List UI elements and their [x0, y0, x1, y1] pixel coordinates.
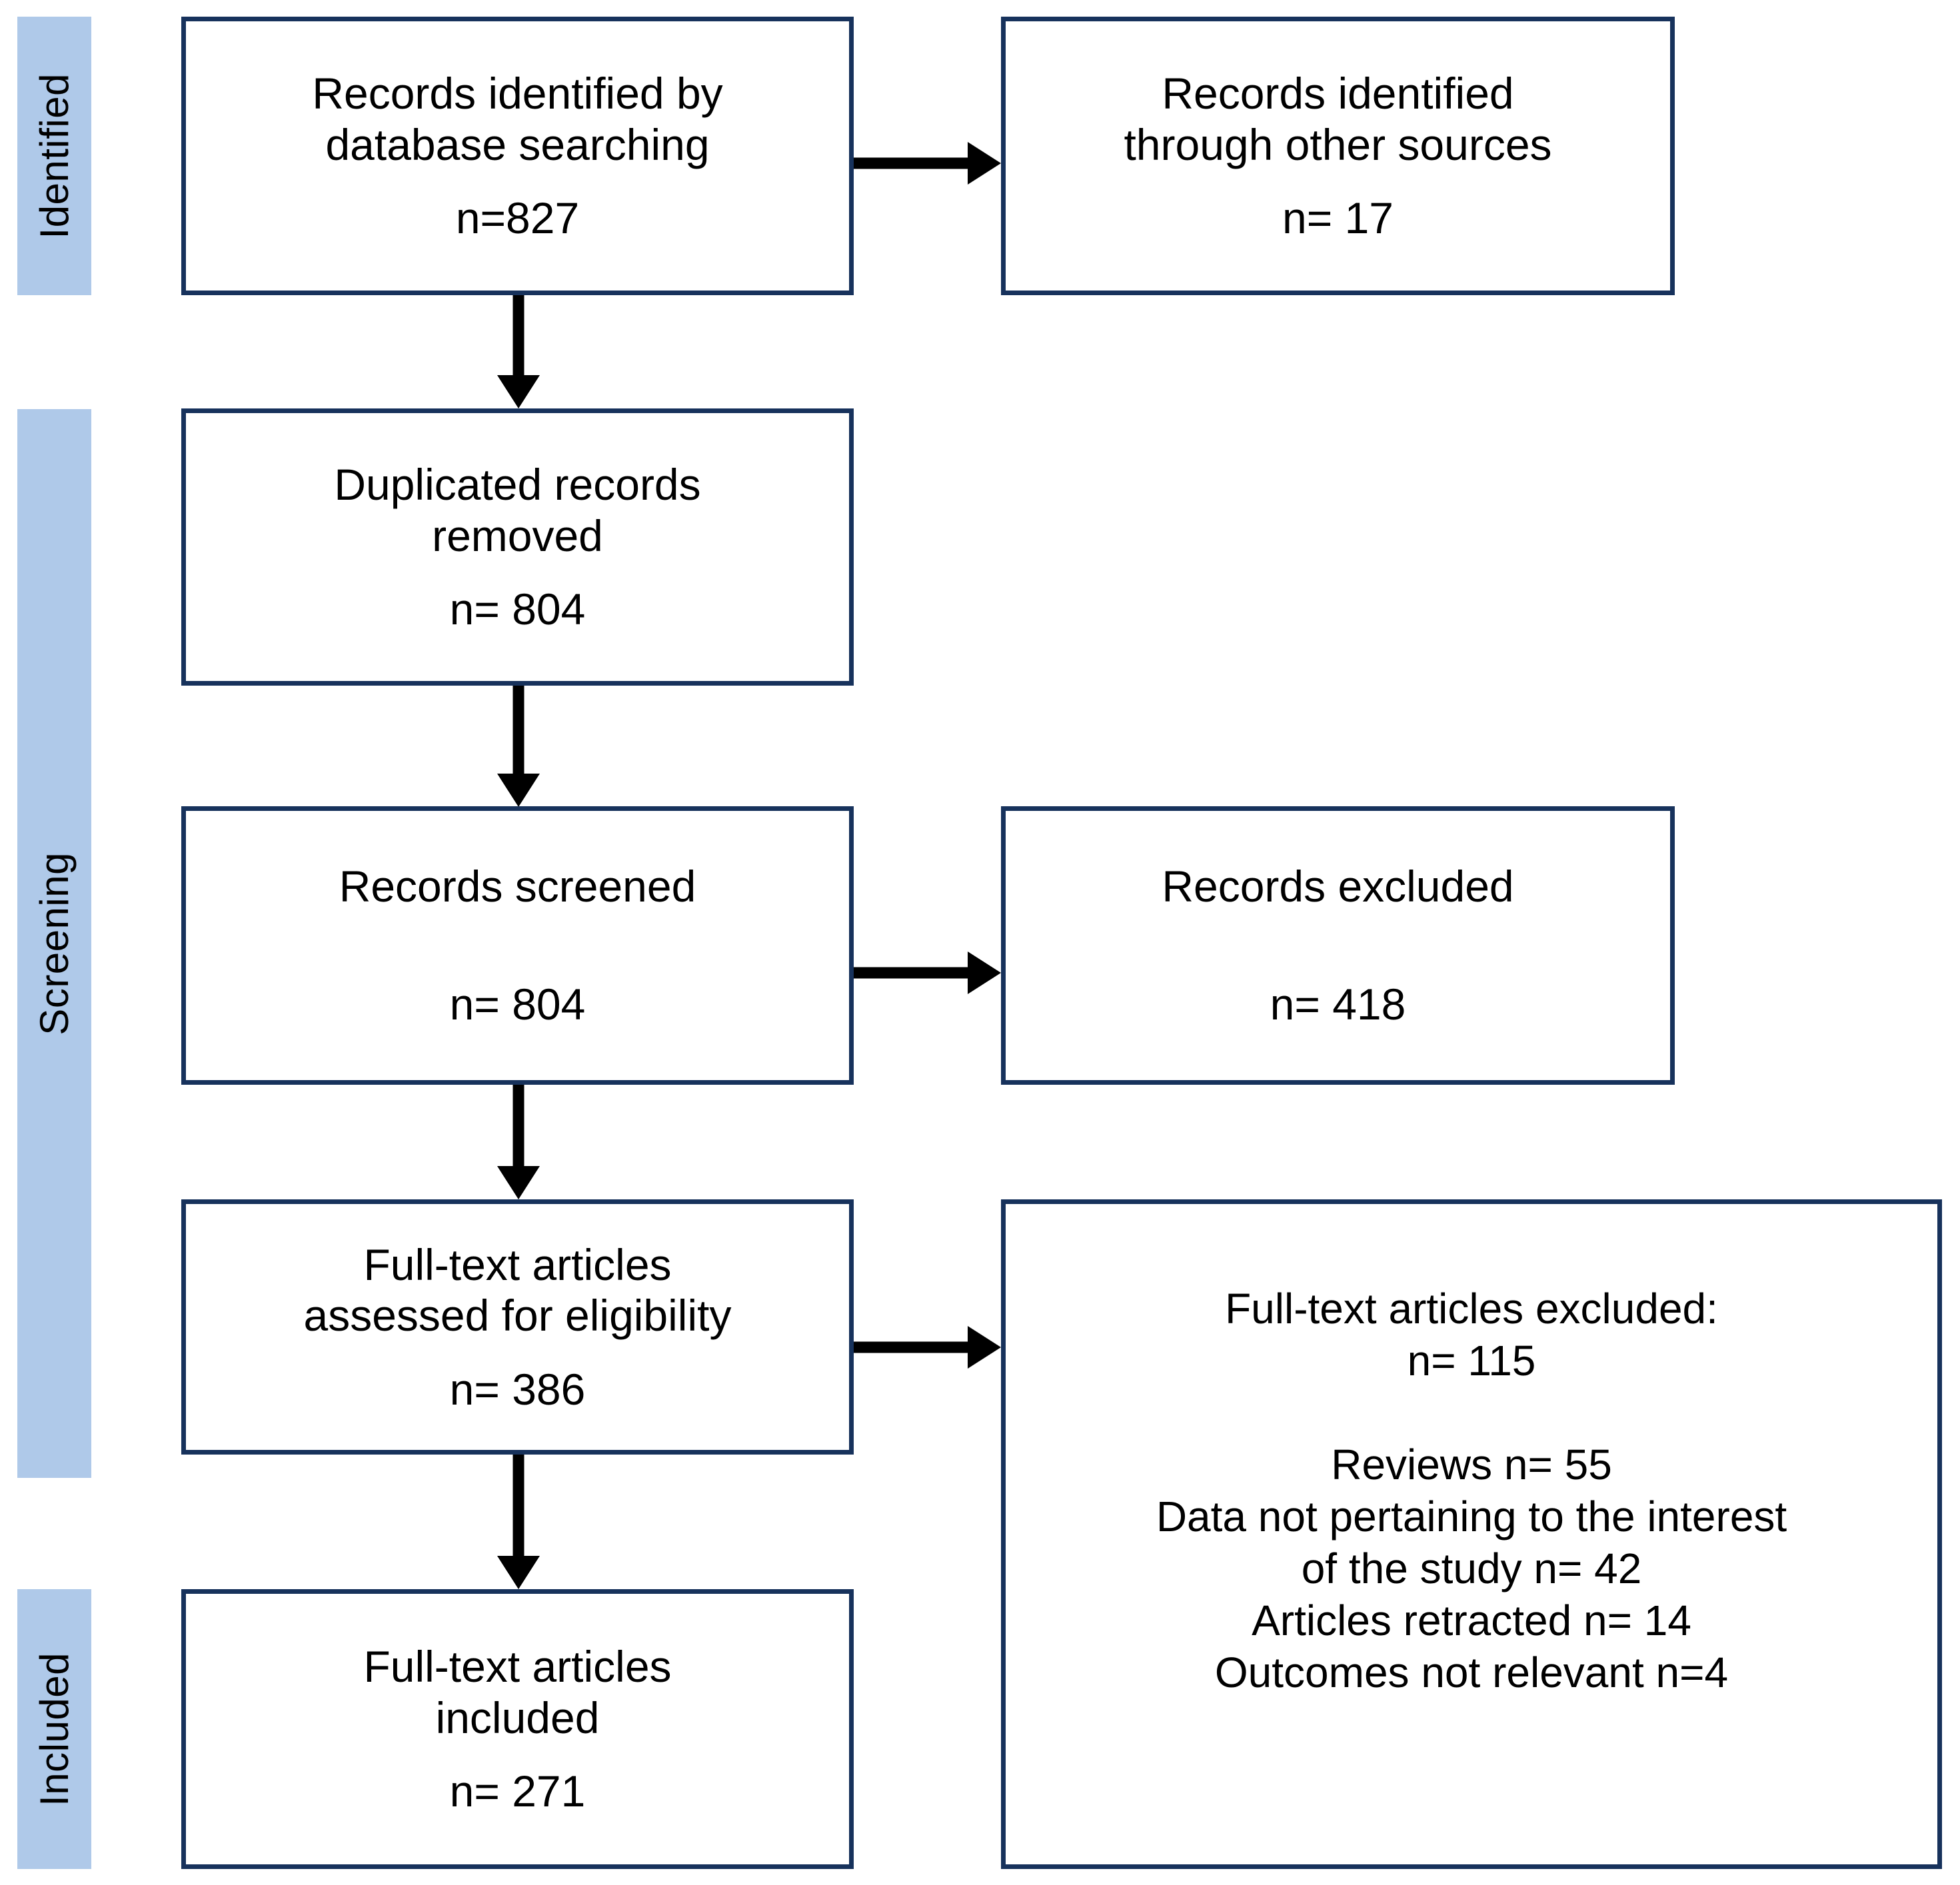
- box-line: Duplicated records: [334, 460, 701, 510]
- stage-label-identified: Identified: [31, 73, 77, 239]
- arrow-shaft: [512, 686, 524, 775]
- box-line: Records screened: [339, 862, 696, 912]
- arrow-shaft: [854, 1341, 974, 1353]
- arrow-assessed-to-fulltext-excluded: [854, 1326, 1001, 1369]
- box-records-excluded: Records excluded n= 418: [1001, 806, 1675, 1085]
- box-count: n= 804: [449, 979, 586, 1029]
- box-count: n= 17: [1282, 193, 1394, 243]
- arrow-identified-to-duplicates: [497, 295, 540, 408]
- box-records-identified-database: Records identified by database searching…: [181, 17, 854, 295]
- arrow-head: [968, 1326, 1001, 1369]
- arrow-shaft: [854, 967, 974, 979]
- arrow-shaft: [512, 295, 524, 376]
- arrow-head: [968, 142, 1001, 185]
- box-line: Full-text articles: [363, 1642, 672, 1692]
- stage-bar-included: Included: [17, 1589, 91, 1869]
- stage-label-screening: Screening: [31, 852, 77, 1035]
- arrow-shaft: [512, 1455, 524, 1557]
- box-line: Full-text articles: [363, 1239, 672, 1289]
- box-fulltext-assessed-eligibility: Full-text articles assessed for eligibil…: [181, 1199, 854, 1455]
- exclusion-reason: of the study n= 42: [1301, 1545, 1642, 1593]
- exclusion-heading: Full-text articles excluded:: [1225, 1285, 1718, 1333]
- box-line: Records identified by: [312, 69, 723, 119]
- exclusion-count: n= 115: [1407, 1337, 1536, 1385]
- box-count: n= 271: [449, 1766, 586, 1816]
- exclusion-reason: Data not pertaining to the interest: [1156, 1493, 1787, 1541]
- stage-bar-screening: Screening: [17, 409, 91, 1478]
- box-line: Records excluded: [1162, 862, 1514, 912]
- box-count: n= 418: [1270, 979, 1406, 1029]
- box-records-identified-other-sources: Records identified through other sources…: [1001, 17, 1675, 295]
- box-count: n= 804: [449, 584, 586, 634]
- arrow-head: [497, 375, 540, 408]
- box-count: n=827: [455, 193, 580, 243]
- arrow-shaft: [854, 157, 974, 169]
- exclusion-reason: Articles retracted n= 14: [1252, 1596, 1691, 1645]
- box-fulltext-articles-excluded: Full-text articles excluded: n= 115 Revi…: [1001, 1199, 1942, 1869]
- stage-bar-identified: Identified: [17, 17, 91, 295]
- stage-label-included: Included: [31, 1652, 77, 1806]
- arrow-duplicates-to-screened: [497, 686, 540, 807]
- arrow-shaft: [512, 1085, 524, 1167]
- box-line: through other sources: [1124, 119, 1552, 169]
- arrow-identified-to-other-sources: [854, 142, 1001, 185]
- box-line: included: [435, 1692, 600, 1742]
- box-line: removed: [432, 510, 603, 560]
- arrow-screened-to-fulltext-assessed: [497, 1085, 540, 1199]
- box-records-screened: Records screened n= 804: [181, 806, 854, 1085]
- exclusion-reason: Reviews n= 55: [1331, 1441, 1612, 1489]
- box-line: database searching: [325, 119, 710, 169]
- arrow-head: [497, 1166, 540, 1199]
- box-fulltext-articles-included: Full-text articles included n= 271: [181, 1589, 854, 1869]
- arrow-head: [968, 951, 1001, 994]
- arrow-assessed-to-included: [497, 1455, 540, 1589]
- box-count: n= 386: [449, 1364, 586, 1414]
- exclusion-reason: Outcomes not relevant n=4: [1214, 1648, 1729, 1697]
- box-line: Records identified: [1162, 69, 1514, 119]
- box-duplicated-records-removed: Duplicated records removed n= 804: [181, 408, 854, 686]
- arrow-head: [497, 774, 540, 807]
- arrow-head: [497, 1556, 540, 1589]
- arrow-screened-to-excluded: [854, 951, 1001, 994]
- box-line: assessed for eligibility: [303, 1291, 732, 1341]
